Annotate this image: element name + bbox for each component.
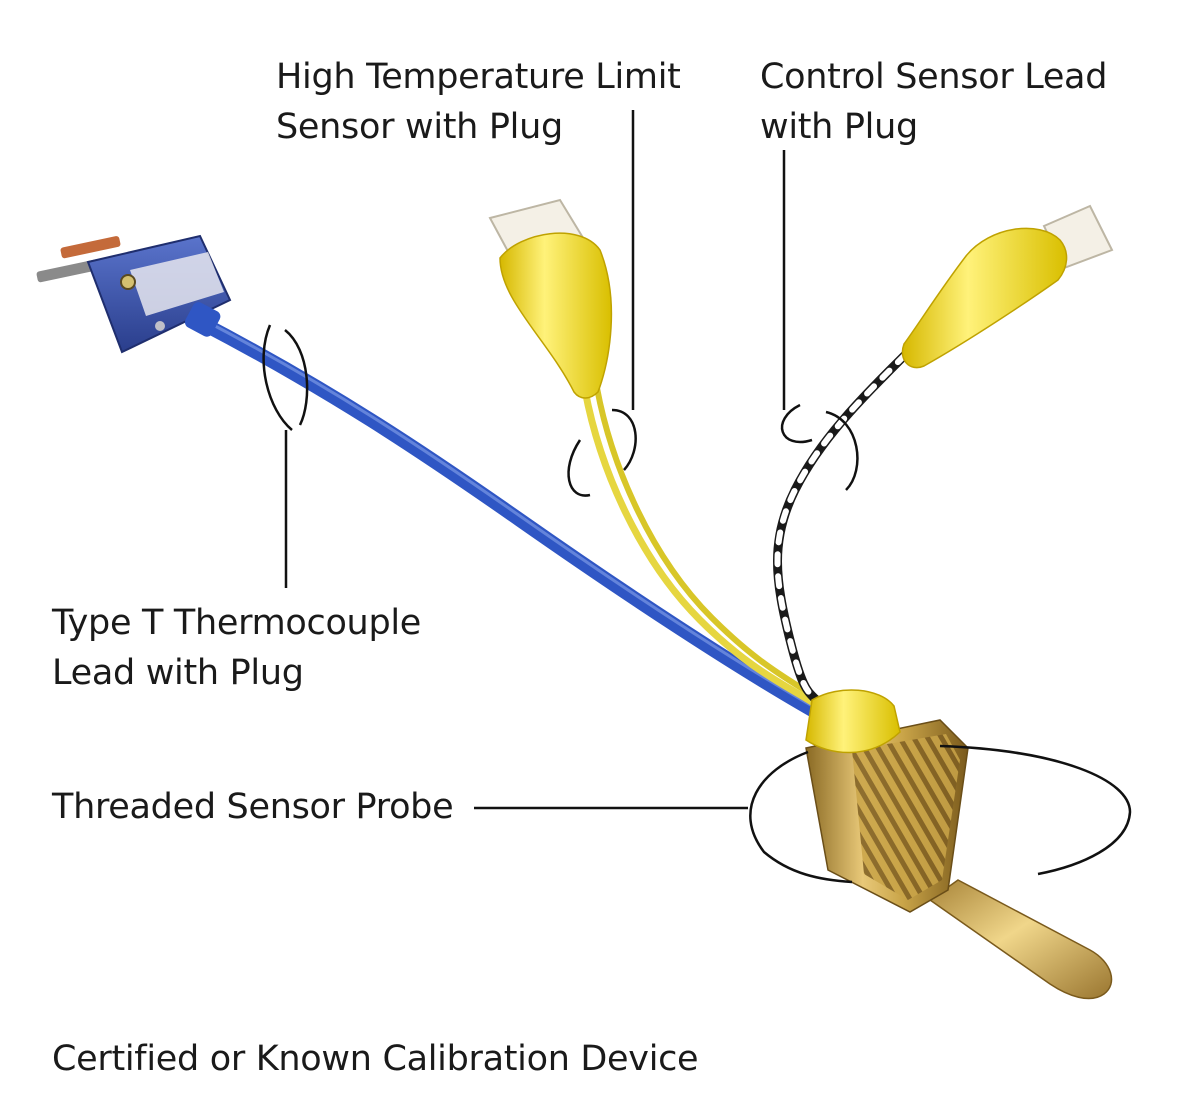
yellow-high-limit-wires [581, 386, 834, 719]
label-control-sensor-lead-line2: with Plug [760, 107, 918, 147]
thermocouple-mini-plug [36, 234, 232, 354]
label-high-temperature-limit: High Temperature Limit Sensor with Plug [276, 52, 681, 152]
label-type-t-thermocouple-line2: Lead with Plug [52, 653, 304, 693]
blue-thermocouple-cable [193, 315, 837, 727]
callout-type-t [262, 324, 309, 588]
label-high-temperature-limit-line2: Sensor with Plug [276, 107, 563, 147]
label-high-temperature-limit-line1: High Temperature Limit [276, 57, 681, 97]
label-control-sensor-lead-line1: Control Sensor Lead [760, 57, 1108, 97]
label-control-sensor-lead: Control Sensor Lead with Plug [760, 52, 1107, 152]
control-sensor-plug [901, 204, 1114, 369]
threaded-sensor-probe [805, 689, 1113, 1000]
label-type-t-thermocouple-line1: Type T Thermocouple [52, 603, 422, 643]
callout-control-sensor [780, 150, 859, 491]
high-limit-plug [488, 198, 613, 399]
label-threaded-sensor-probe: Threaded Sensor Probe [52, 787, 454, 827]
callout-high-limit [567, 110, 637, 497]
callout-threaded-probe [474, 744, 1132, 884]
caption-calibration-device: Certified or Known Calibration Device [52, 1039, 699, 1079]
label-type-t-thermocouple: Type T Thermocouple Lead with Plug [52, 598, 421, 698]
